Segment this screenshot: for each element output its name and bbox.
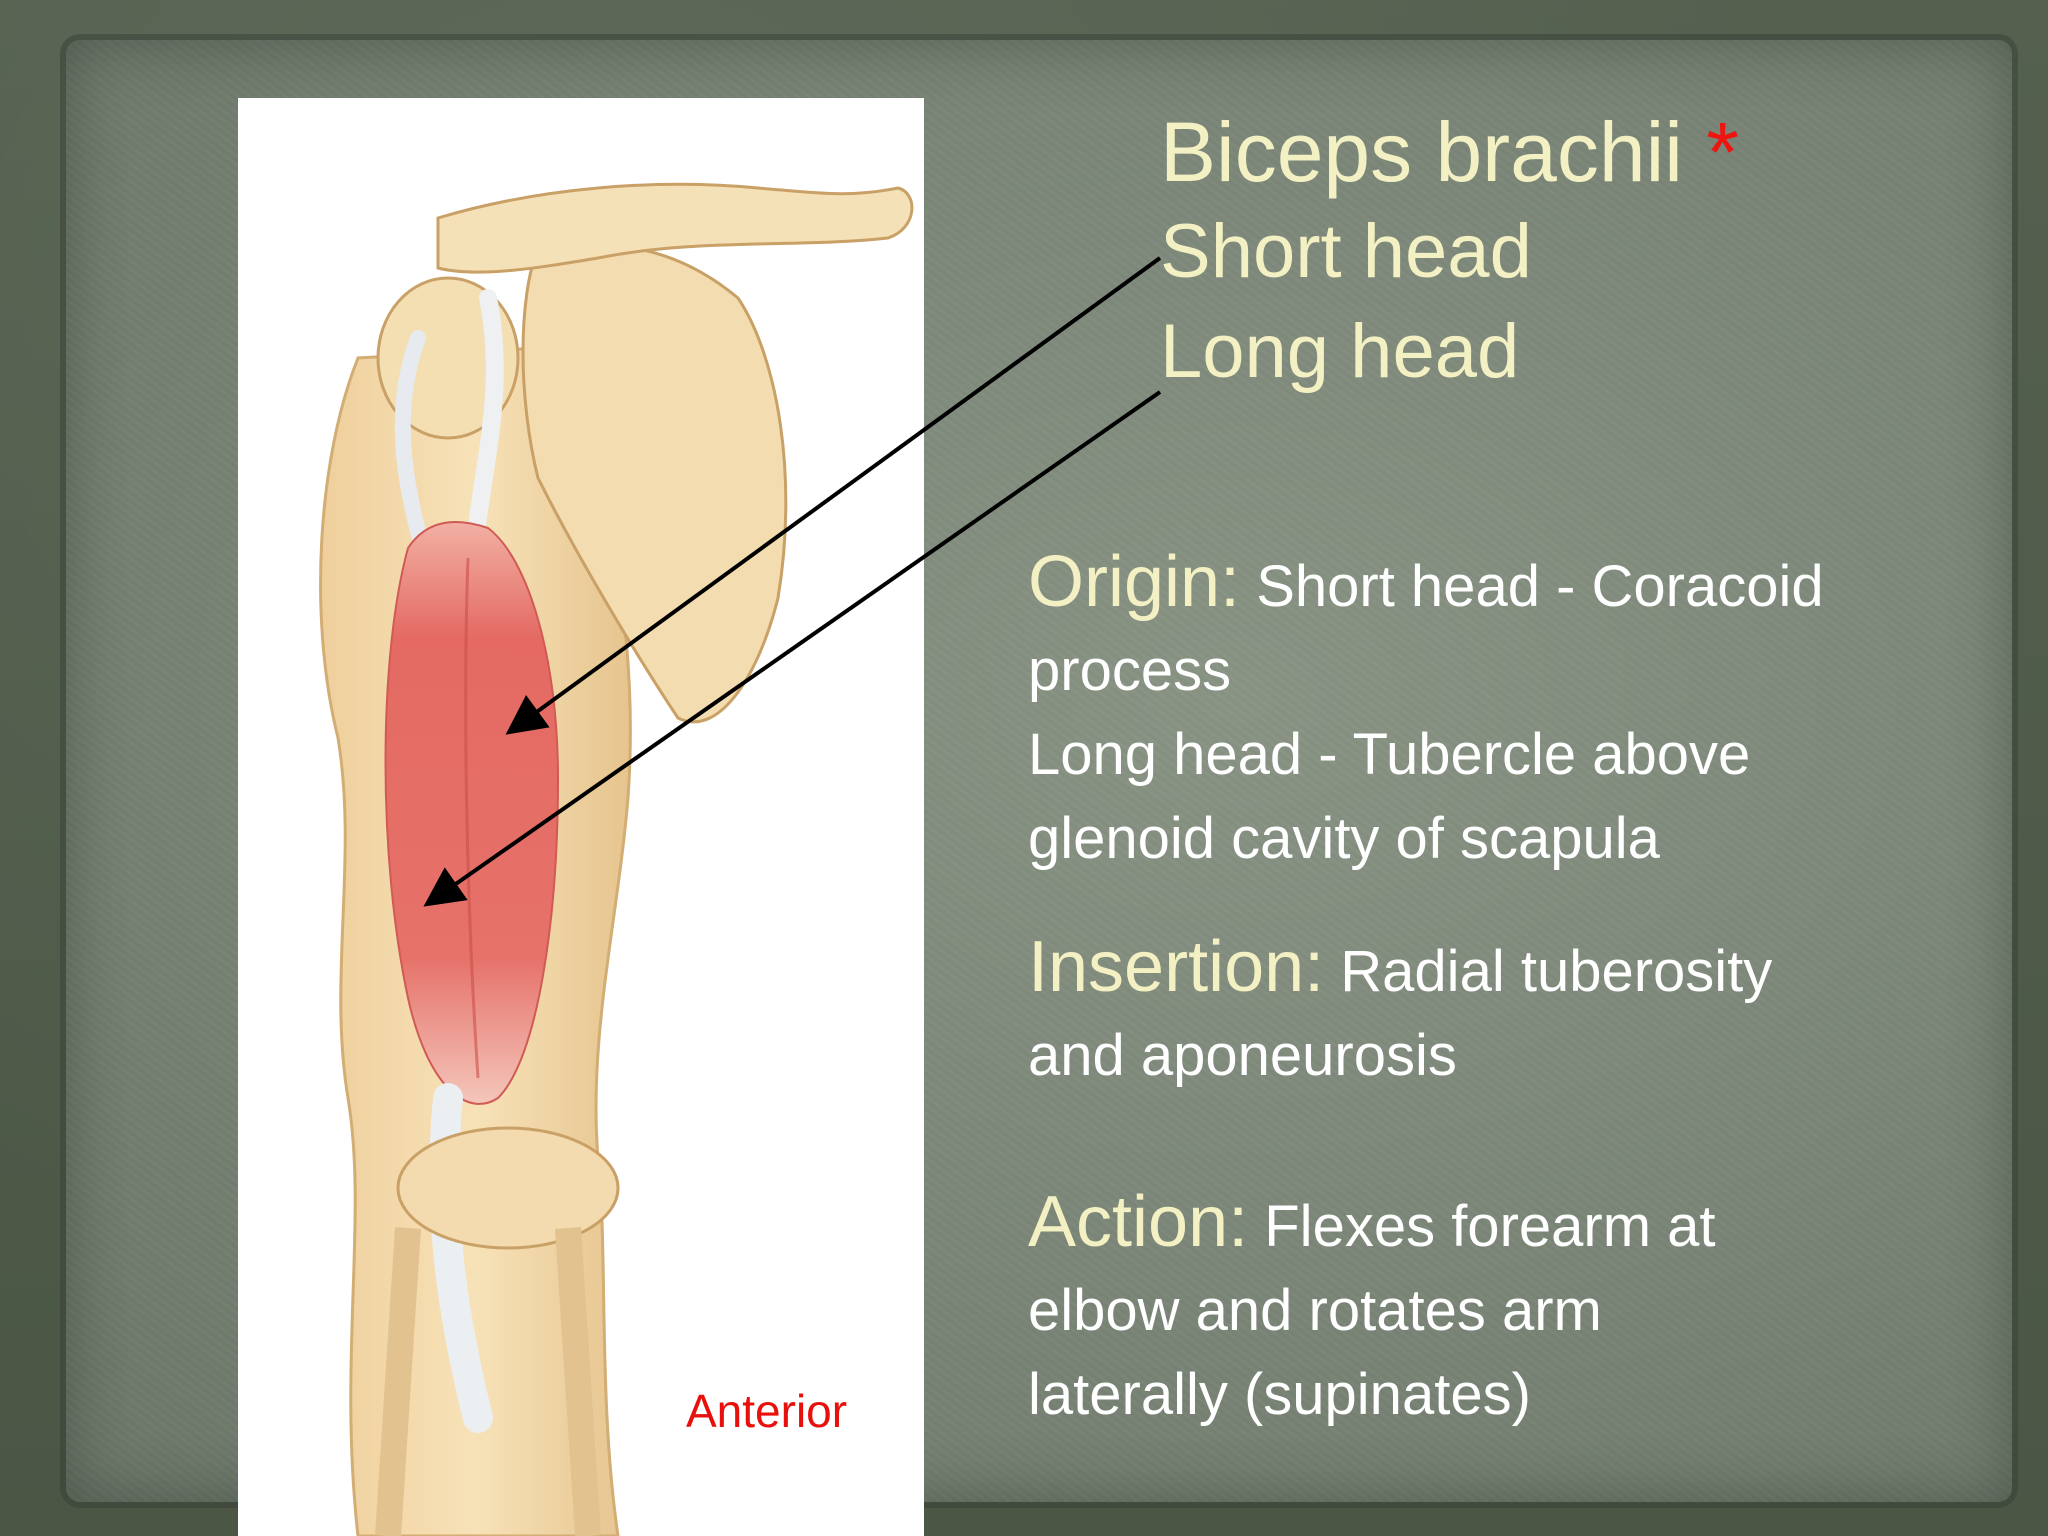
origin-section: Origin: Short head - Coracoid process Lo…	[1028, 540, 1824, 881]
insertion-line-1: Insertion: Radial tuberosity	[1028, 925, 1772, 1014]
arm-anatomy-drawing	[319, 182, 914, 1536]
short-head-pointer	[505, 256, 1162, 735]
short-head-label: Short head	[1160, 209, 1532, 294]
origin-text-1: Short head - Coracoid	[1256, 554, 1824, 619]
title-text: Biceps brachii	[1160, 105, 1683, 199]
action-line-3: laterally (supinates)	[1028, 1362, 1531, 1427]
scapula	[521, 243, 788, 724]
action-text-1: Flexes forearm at	[1264, 1194, 1716, 1259]
insertion-heading: Insertion:	[1028, 927, 1325, 1007]
action-line-2: elbow and rotates arm	[1028, 1278, 1602, 1343]
action-section: Action: Flexes forearm at elbow and rota…	[1028, 1180, 1716, 1437]
elbow-joint	[396, 1126, 620, 1250]
view-label: Anterior	[686, 1385, 848, 1437]
clavicle	[436, 182, 914, 274]
forearm-bones	[375, 1227, 601, 1536]
origin-line-2: process	[1028, 638, 1232, 703]
origin-line-3: Long head - Tubercle above	[1028, 722, 1751, 787]
title-marker: *	[1706, 105, 1739, 199]
insertion-section: Insertion: Radial tuberosity and aponeur…	[1028, 925, 1772, 1098]
arm-illustration	[238, 98, 924, 1536]
insertion-line-2: and aponeurosis	[1028, 1023, 1457, 1088]
origin-line-4: glenoid cavity of scapula	[1028, 806, 1660, 871]
title-block: Biceps brachii * Short head Long head	[1160, 110, 1739, 414]
biceps-muscle	[384, 521, 560, 1105]
origin-heading: Origin:	[1028, 542, 1241, 622]
insertion-text-1: Radial tuberosity	[1340, 939, 1773, 1004]
long-head-pointer	[423, 390, 1162, 907]
action-heading: Action:	[1028, 1182, 1249, 1262]
action-line-1: Action: Flexes forearm at	[1028, 1180, 1716, 1269]
long-head-label: Long head	[1160, 309, 1520, 394]
origin-line-1: Origin: Short head - Coracoid	[1028, 540, 1824, 629]
slide-title: Biceps brachii *	[1160, 110, 1739, 214]
muscle-division	[464, 557, 480, 1079]
